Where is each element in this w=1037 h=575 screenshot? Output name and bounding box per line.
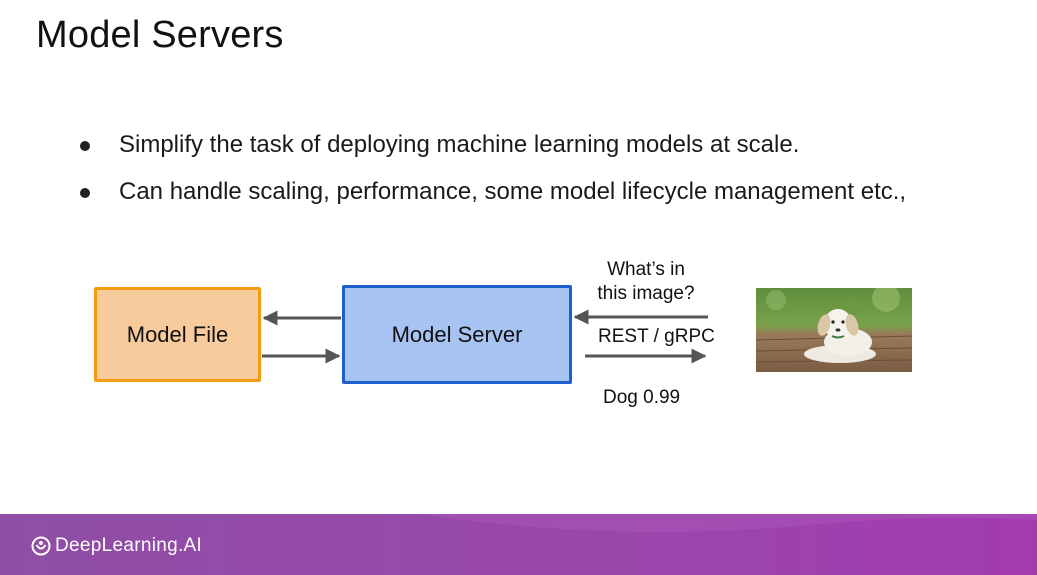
model-file-box: Model File xyxy=(94,287,261,382)
footer-logo: DeepLearning.AI xyxy=(31,535,202,557)
bullet-text: Can handle scaling, performance, some mo… xyxy=(119,178,907,205)
prediction-label: Dog 0.99 xyxy=(603,387,681,408)
bullet-list: Simplify the task of deploying machine l… xyxy=(78,128,906,222)
protocol-label: REST / gRPC xyxy=(598,326,715,347)
bullet-item: Simplify the task of deploying machine l… xyxy=(78,128,906,162)
bullet-dot-icon xyxy=(80,188,90,198)
bullet-text: Simplify the task of deploying machine l… xyxy=(119,131,800,158)
footer-banner xyxy=(0,514,1037,575)
puppy-photo xyxy=(756,288,912,372)
model-server-box: Model Server xyxy=(342,285,572,384)
deeplearning-logo-icon xyxy=(31,536,51,556)
bullet-item: Can handle scaling, performance, some mo… xyxy=(78,175,906,209)
model-file-label: Model File xyxy=(126,321,229,347)
footer-brand: DeepLearning.AI xyxy=(55,535,203,556)
model-server-label: Model Server xyxy=(391,321,523,347)
request-question-label: What’s in this image? xyxy=(597,259,695,304)
bullet-dot-icon xyxy=(80,141,90,151)
slide-title: Model Servers xyxy=(36,14,284,56)
